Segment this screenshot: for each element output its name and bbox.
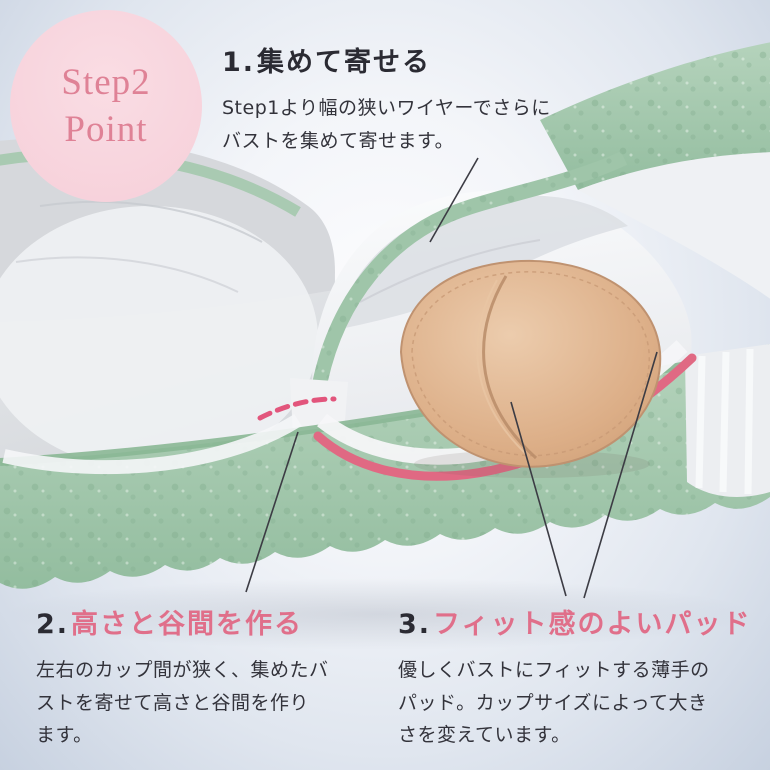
point-3-number: 3.: [398, 609, 432, 640]
pad-seam: [482, 275, 538, 460]
center-gore-dashed-line: [257, 396, 337, 421]
point-1-title: 集めて寄せる: [257, 47, 432, 78]
photo-shadow: [5, 578, 755, 650]
point-1-number: 1.: [222, 47, 256, 78]
annotation-line-2: [245, 431, 299, 593]
point-2-heading: 2.高さと谷間を作る: [36, 602, 329, 641]
side-wing: [685, 344, 770, 497]
annotation-line-3b: [583, 351, 658, 599]
point-2-title: 高さと谷間を作る: [71, 609, 304, 640]
annotation-lines: [245, 157, 658, 599]
point-3: 3.フィット感のよいパッド 優しくバストにフィットする薄手の パッド。カップサイ…: [398, 602, 752, 752]
badge-step-label: Step2: [61, 61, 151, 103]
annotation-line-1: [429, 157, 479, 243]
point-1-heading: 1.集めて寄せる: [222, 40, 551, 79]
badge-point-label: Point: [64, 109, 148, 150]
left-cup: [0, 137, 336, 476]
point-2-number: 2.: [36, 609, 70, 640]
shoulder-strap: [540, 42, 770, 299]
point-1: 1.集めて寄せる Step1より幅の狭いワイヤーでさらに バストを集めて寄せます…: [222, 40, 551, 157]
annotation-line-3a: [510, 401, 567, 597]
point-2-body: 左右のカップ間が狭く、集めたバ ストを寄せて高さと谷間を作り ます。: [36, 659, 329, 747]
point-3-heading: 3.フィット感のよいパッド: [398, 602, 752, 641]
point-3-body: 優しくバストにフィットする薄手の パッド。カップサイズによって大き さを変えてい…: [398, 659, 710, 747]
point-3-title: フィット感のよいパッド: [433, 609, 752, 640]
inner-pad: [399, 259, 662, 478]
point-2: 2.高さと谷間を作る 左右のカップ間が狭く、集めたバ ストを寄せて高さと谷間を作…: [36, 602, 329, 752]
point-1-body: Step1より幅の狭いワイヤーでさらに バストを集めて寄せます。: [222, 97, 551, 152]
underwire-channel-left: [2, 414, 302, 475]
step-badge: Step2 Point: [10, 10, 202, 202]
